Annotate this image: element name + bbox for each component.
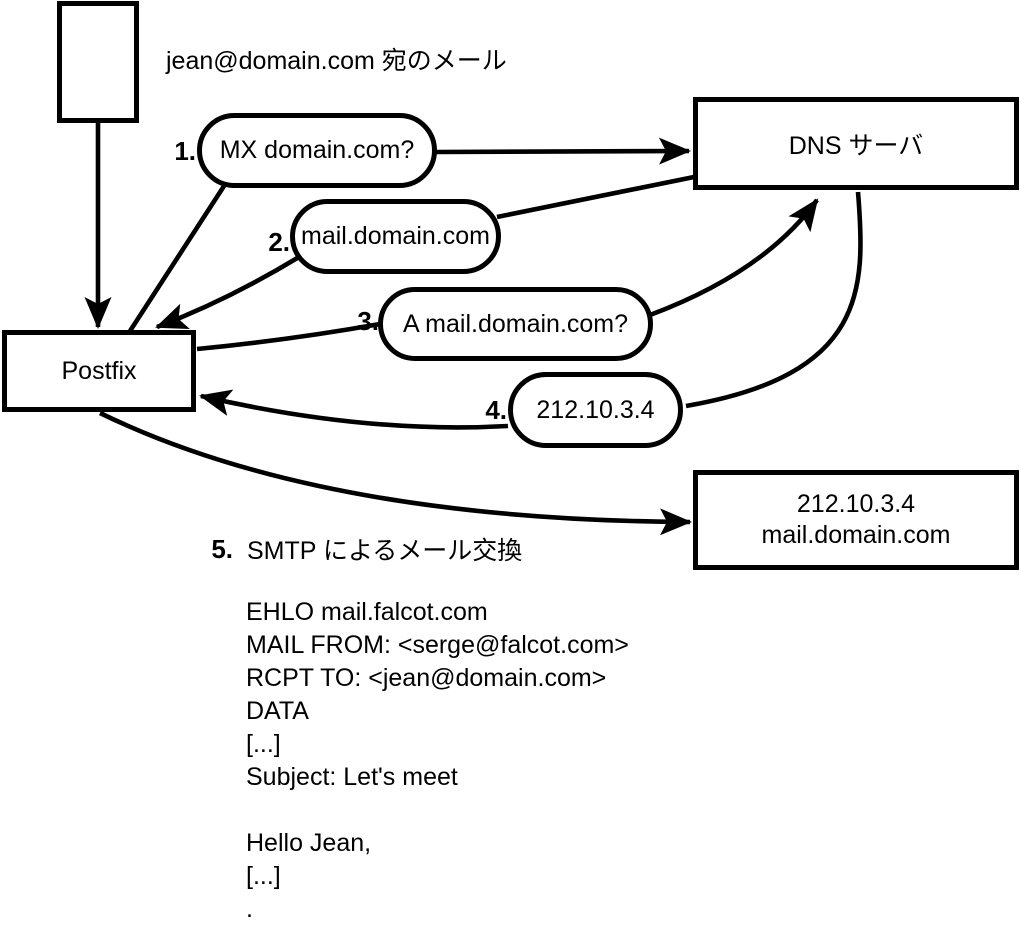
- mail-server-ip: 212.10.3.4: [796, 490, 916, 518]
- arrow-step4-to-postfix: [199, 389, 509, 430]
- step-number-1: 1.: [174, 136, 196, 166]
- mail-server-node: 212.10.3.4 mail.domain.com: [693, 470, 1019, 570]
- dns-server-node: DNS サーバ: [693, 97, 1019, 190]
- smtp-line: .: [246, 895, 253, 923]
- mail-message-shape: [57, 1, 139, 123]
- step-number-3: 3.: [357, 306, 379, 336]
- smtp-line: [246, 794, 629, 827]
- diagram-title: jean@domain.com 宛のメール: [166, 47, 507, 75]
- line-dns-to-step2: [496, 174, 695, 220]
- arrow-postfix-to-mailserver: [98, 410, 692, 536]
- query-mx-label: MX domain.com?: [219, 136, 415, 164]
- line-postfix-to-step3: [196, 321, 381, 352]
- arrow-step2-to-postfix: [155, 255, 301, 330]
- smtp-exchange-label: SMTP によるメール交換: [247, 537, 523, 565]
- arrow-step1-to-dns: [435, 137, 691, 165]
- line-postfix-to-step1: [128, 184, 226, 333]
- smtp-line: [...]: [246, 730, 281, 758]
- dns-server-label: DNS サーバ: [788, 131, 924, 160]
- step-number-5: 5.: [211, 534, 233, 564]
- smtp-line: RCPT TO: <jean@domain.com>: [246, 664, 607, 692]
- smtp-transcript: EHLO mail.falcot.com MAIL FROM: <serge@f…: [246, 596, 629, 926]
- smtp-line: Hello Jean,: [246, 829, 372, 857]
- step-number-4: 4.: [485, 395, 507, 425]
- postfix-node: Postfix: [2, 330, 196, 412]
- query-a-pill: A mail.domain.com?: [378, 287, 653, 361]
- smtp-line: Subject: Let's meet: [246, 763, 458, 791]
- smtp-line: [...]: [246, 862, 281, 890]
- response-a-label: 212.10.3.4: [536, 395, 655, 424]
- response-a-pill: 212.10.3.4: [508, 372, 683, 448]
- query-mx-pill: MX domain.com?: [197, 113, 437, 188]
- response-mx-label: mail.domain.com: [301, 222, 490, 250]
- line-dns-to-step4: [685, 191, 863, 409]
- smtp-line: EHLO mail.falcot.com: [246, 598, 488, 626]
- smtp-line: MAIL FROM: <serge@falcot.com>: [246, 631, 629, 659]
- postfix-label: Postfix: [61, 356, 137, 385]
- query-a-label: A mail.domain.com?: [402, 309, 629, 338]
- mail-server-hostname: mail.domain.com: [761, 521, 951, 549]
- smtp-line: DATA: [246, 697, 309, 725]
- arrow-step3-to-dns: [649, 198, 819, 318]
- response-mx-pill: mail.domain.com: [290, 199, 501, 274]
- step-number-2: 2.: [268, 227, 290, 257]
